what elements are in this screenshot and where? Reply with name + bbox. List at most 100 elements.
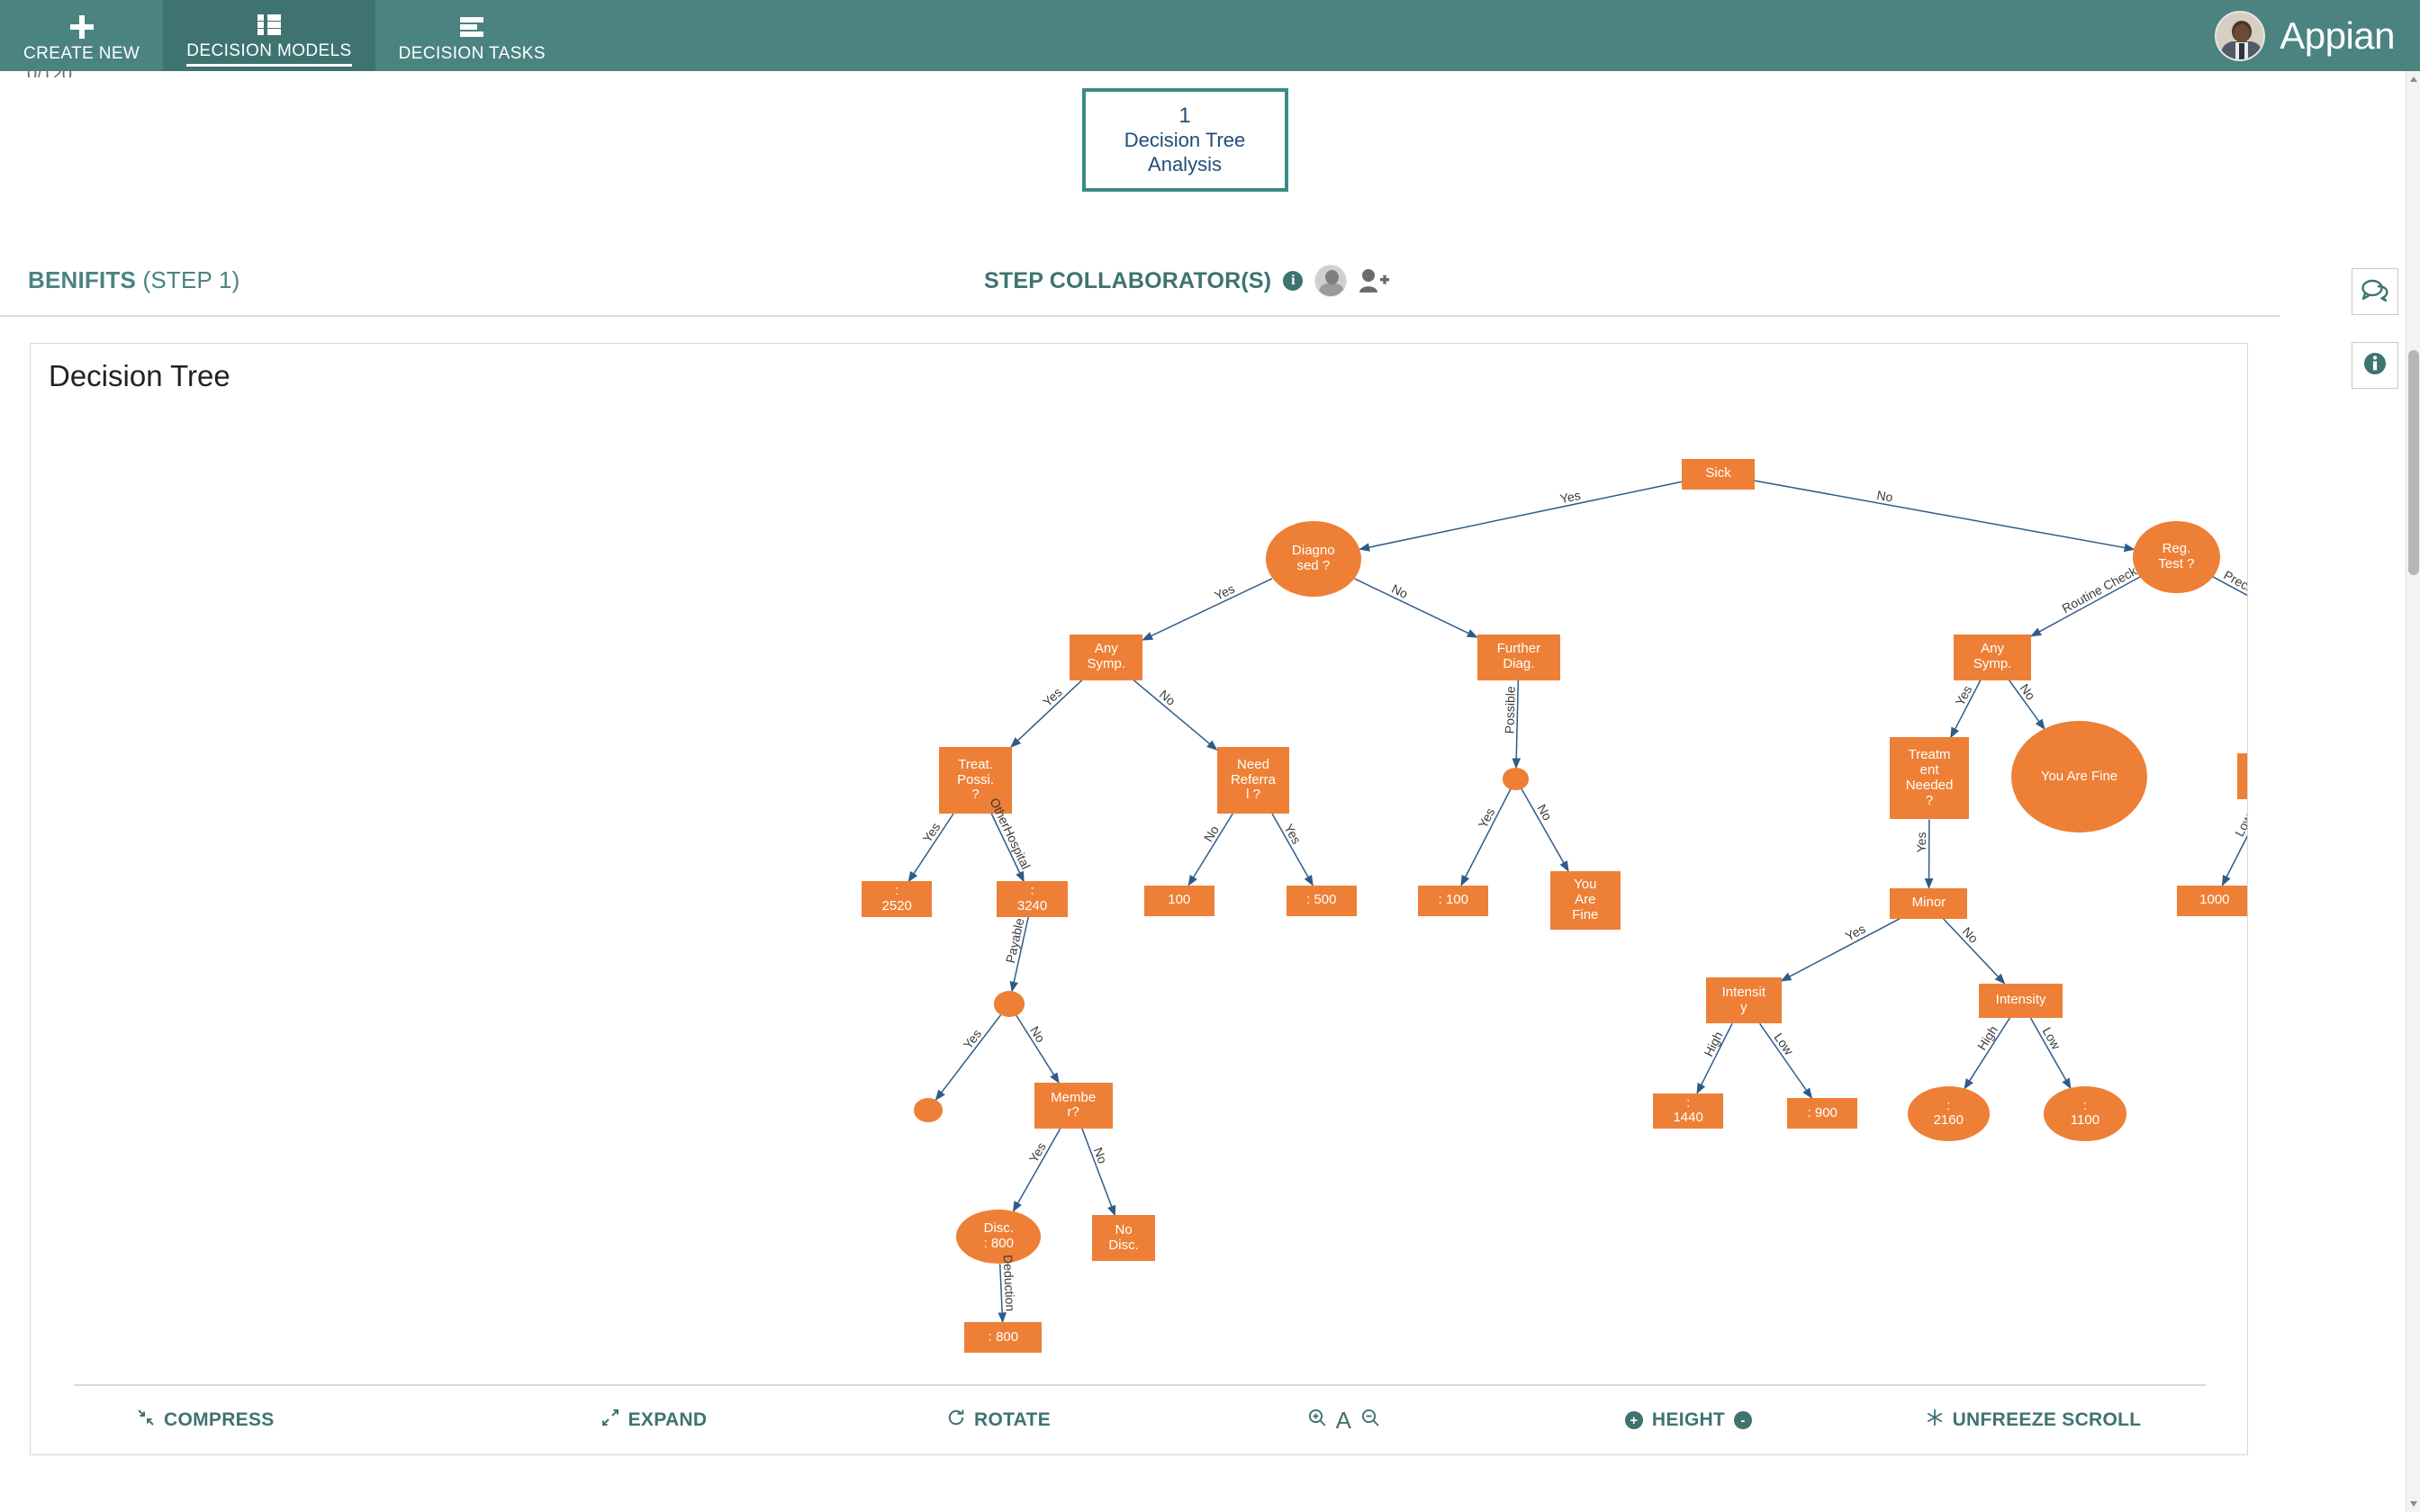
- expand-button[interactable]: EXPAND: [601, 1408, 708, 1432]
- add-user-icon[interactable]: [1359, 267, 1390, 294]
- tree-node-label: : 800: [988, 1328, 1019, 1345]
- tree-edge: [1010, 680, 1083, 748]
- scroll-down-arrow-icon[interactable]: [2410, 1501, 2417, 1507]
- scrollbar-thumb[interactable]: [2408, 350, 2419, 575]
- nav-item-label: DECISION MODELS: [186, 41, 352, 67]
- tree-edge: [935, 1014, 1002, 1101]
- tree-node-v1440[interactable]: :1440: [1652, 1093, 1724, 1129]
- tree-node-label: :1100: [2070, 1097, 2100, 1129]
- zoom-out-icon[interactable]: [1360, 1408, 1380, 1433]
- tree-node-v3240[interactable]: :3240: [997, 881, 1068, 917]
- height-decrease-button[interactable]: -: [1734, 1411, 1753, 1429]
- tree-node-disc800[interactable]: Disc.: 800: [956, 1210, 1042, 1264]
- info-icon[interactable]: i: [1283, 271, 1304, 291]
- diagram-toolbar: COMPRESS EXPAND: [74, 1384, 2206, 1454]
- milestone-number: 1: [1178, 103, 1191, 128]
- tree-edge: [1942, 918, 2006, 985]
- tree-node-v800[interactable]: : 800: [964, 1322, 1043, 1353]
- tree-edge: [1460, 788, 1512, 886]
- tree-edge: [1950, 680, 1982, 739]
- toolbar-slot-rotate: ROTATE: [826, 1408, 1171, 1432]
- tree-edge: [1354, 578, 1478, 638]
- avatar[interactable]: [2215, 10, 2266, 61]
- rotate-button[interactable]: ROTATE: [947, 1408, 1051, 1432]
- zoom-controls: A: [1307, 1407, 1381, 1435]
- tree-node-v100a[interactable]: 100: [1143, 885, 1215, 916]
- nav-item-decision-tasks[interactable]: DECISION TASKS: [375, 0, 569, 71]
- scroll-up-arrow-icon[interactable]: [2410, 76, 2417, 82]
- nav-item-decision-models[interactable]: DECISION MODELS: [163, 0, 375, 71]
- nav-items: CREATE NEW DECISION MODELS DECISION TASK…: [0, 0, 569, 71]
- tree-edge: [1521, 788, 1569, 872]
- page-title: BENIFITS (STEP 1): [28, 266, 240, 294]
- height-controls: + HEIGHT -: [1624, 1409, 1753, 1431]
- tree-node-v2520[interactable]: :2520: [862, 881, 933, 917]
- tree-edge: [1964, 1017, 2011, 1090]
- toolbar-slot-unfreeze: UNFREEZE SCROLL: [1861, 1408, 2206, 1432]
- unfreeze-scroll-button[interactable]: UNFREEZE SCROLL: [1926, 1408, 2142, 1432]
- toolbar-slot-height: + HEIGHT -: [1516, 1409, 1861, 1431]
- tree-node-label: Treat.Possi.?: [957, 756, 995, 803]
- tree-edge: [1359, 481, 1683, 552]
- tree-node-v1100[interactable]: :1100: [2044, 1086, 2127, 1141]
- nav-item-create-new[interactable]: CREATE NEW: [0, 0, 163, 71]
- tree-edges-layer: [908, 480, 2247, 1324]
- list-icon: [257, 11, 281, 38]
- tree-node-v2160[interactable]: :2160: [1907, 1086, 1990, 1141]
- height-increase-button[interactable]: +: [1624, 1411, 1643, 1429]
- tree-node-label: Disc.: 800: [983, 1220, 1014, 1252]
- tree-node-intensity1[interactable]: Intensity: [2236, 753, 2247, 800]
- tree-node-v100b[interactable]: : 100: [1418, 885, 1489, 916]
- tree-node-intensity3[interactable]: Intensity: [1979, 983, 2063, 1018]
- tree-node-youarefine1[interactable]: You Are Fine: [2011, 721, 2147, 833]
- milestone-step-1[interactable]: 1 Decision Tree Analysis: [1081, 87, 1288, 192]
- tree-node-v1000[interactable]: 1000: [2177, 885, 2247, 916]
- tree-node-dot3[interactable]: [993, 991, 1025, 1017]
- card-title: Decision Tree: [49, 359, 230, 392]
- tree-node-label: : 900: [1807, 1104, 1838, 1120]
- tree-node-treatpossi[interactable]: Treat.Possi.?: [939, 746, 1013, 814]
- rows-icon: [460, 14, 484, 40]
- zoom-text-icon[interactable]: A: [1335, 1406, 1352, 1434]
- zoom-in-icon[interactable]: [1307, 1408, 1327, 1433]
- tree-node-label: : 500: [1306, 892, 1337, 908]
- vertical-scrollbar[interactable]: [2406, 71, 2420, 1512]
- tree-node-dot4[interactable]: [913, 1098, 943, 1122]
- comments-button[interactable]: [2352, 268, 2398, 315]
- tree-node-v900[interactable]: : 900: [1787, 1098, 1858, 1129]
- tree-node-label: 100: [1168, 892, 1191, 908]
- toolbar-slot-compress: COMPRESS: [74, 1408, 482, 1432]
- tree-node-regtest[interactable]: Reg.Test ?: [2133, 520, 2220, 594]
- tree-edge: [990, 813, 1025, 883]
- tree-edge: [2008, 680, 2045, 731]
- tree-node-label: 1000: [2199, 892, 2230, 908]
- benefits-title-step: (STEP 1): [142, 266, 240, 293]
- tree-node-v500[interactable]: : 500: [1286, 885, 1357, 916]
- tree-node-sick[interactable]: Sick: [1682, 458, 1756, 490]
- tree-node-dot1[interactable]: [1502, 768, 1530, 790]
- toolbar-slot-expand: EXPAND: [482, 1408, 826, 1432]
- collaborator-avatar[interactable]: [1314, 265, 1348, 297]
- milestone-line-1: Decision Tree: [1124, 128, 1246, 151]
- compress-button[interactable]: COMPRESS: [137, 1408, 275, 1432]
- info-button[interactable]: [2352, 342, 2398, 389]
- tree-edge: [2029, 1017, 2072, 1090]
- tree-node-label: Reg.Test ?: [2158, 541, 2195, 572]
- tree-node-label: :1440: [1673, 1094, 1703, 1126]
- tree-node-minor[interactable]: Minor: [1890, 887, 1968, 919]
